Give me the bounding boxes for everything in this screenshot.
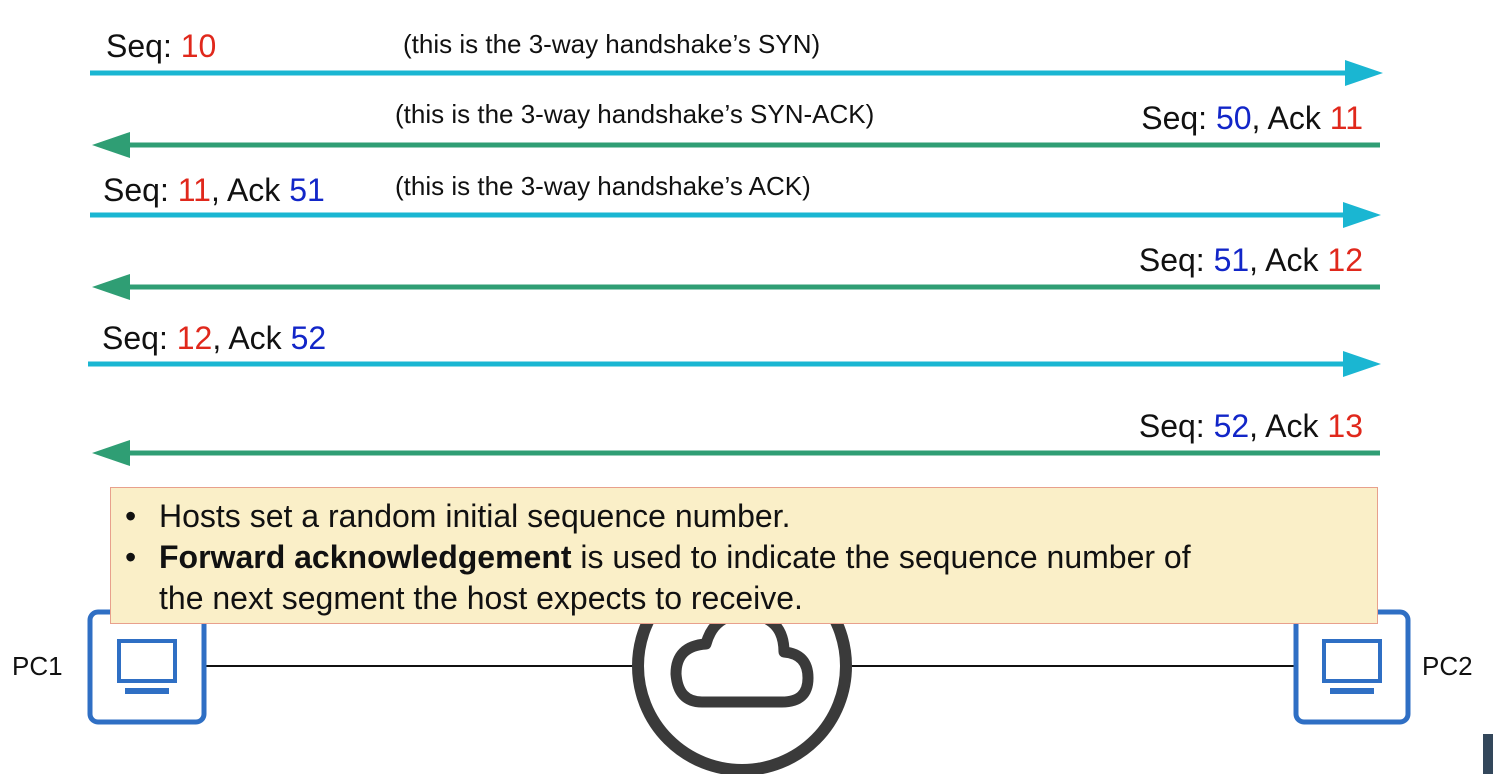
ack-number: 51 — [289, 172, 325, 208]
ack-label: , Ack — [1249, 408, 1328, 444]
arrow-pc2-to-pc1-4 — [92, 274, 1380, 300]
summary-callout: • Hosts set a random initial sequence nu… — [110, 487, 1378, 624]
ack-label: , Ack — [1249, 242, 1328, 278]
seq-number: 50 — [1215, 100, 1252, 136]
message-3-label: Seq: 11, Ack 51 — [103, 174, 325, 206]
callout-line-1: Hosts set a random initial sequence numb… — [159, 498, 791, 534]
ack-label: , Ack — [210, 172, 290, 208]
pc1-computer-monitor-icon — [87, 609, 207, 725]
ack-number: 52 — [290, 320, 327, 356]
callout-bold-term: Forward acknowledgement — [159, 539, 572, 575]
seq-label: Seq: — [1141, 100, 1216, 136]
pc2-computer-monitor-icon — [1293, 609, 1411, 725]
seq-number: 10 — [180, 28, 217, 64]
seq-label: Seq: — [102, 320, 177, 356]
seq-number: 52 — [1213, 408, 1250, 444]
seq-label: Seq: — [1138, 242, 1214, 278]
callout-line-2-rest: is used to indicate the sequence number … — [571, 539, 1191, 575]
message-2-note: (this is the 3-way handshake’s SYN-ACK) — [395, 99, 875, 129]
ack-label: , Ack — [212, 320, 291, 356]
seq-label: Seq: — [106, 28, 181, 64]
arrow-pc2-to-pc1-6 — [92, 440, 1380, 466]
pc1-label: PC1 — [12, 651, 63, 681]
pc2-label: PC2 — [1422, 651, 1473, 681]
callout-line-3: the next segment the host expects to rec… — [159, 580, 803, 616]
arrow-pc2-to-pc1-syn-ack — [92, 132, 1380, 158]
ack-number: 11 — [1329, 100, 1363, 136]
arrow-pc1-to-pc2-syn — [90, 60, 1383, 86]
message-5-label: Seq: 12, Ack 52 — [102, 322, 326, 354]
ack-label: , Ack — [1251, 100, 1330, 136]
seq-number: 51 — [1213, 242, 1250, 278]
bullet-icon: • — [125, 498, 137, 534]
corner-overlay — [1483, 734, 1493, 774]
seq-label: Seq: — [1138, 408, 1214, 444]
bullet-icon: • — [125, 539, 137, 575]
ack-number: 12 — [1327, 242, 1363, 278]
message-6-label: Seq: 52, Ack 13 — [1139, 410, 1363, 442]
arrow-pc1-to-pc2-ack — [90, 202, 1381, 228]
message-1-note: (this is the 3-way handshake’s SYN) — [403, 29, 821, 59]
arrow-pc1-to-pc2-5 — [88, 351, 1381, 377]
seq-number: 11 — [177, 172, 211, 208]
callout-line-2: Forward acknowledgement is used to indic… — [159, 537, 1359, 577]
ack-number: 13 — [1327, 408, 1363, 444]
seq-label: Seq: — [103, 172, 178, 208]
message-1-label: Seq: 10 — [106, 30, 216, 62]
message-3-note: (this is the 3-way handshake’s ACK) — [395, 171, 811, 201]
seq-number: 12 — [176, 320, 213, 356]
message-2-label: Seq: 50, Ack 11 — [1141, 102, 1363, 134]
message-4-label: Seq: 51, Ack 12 — [1139, 244, 1363, 276]
